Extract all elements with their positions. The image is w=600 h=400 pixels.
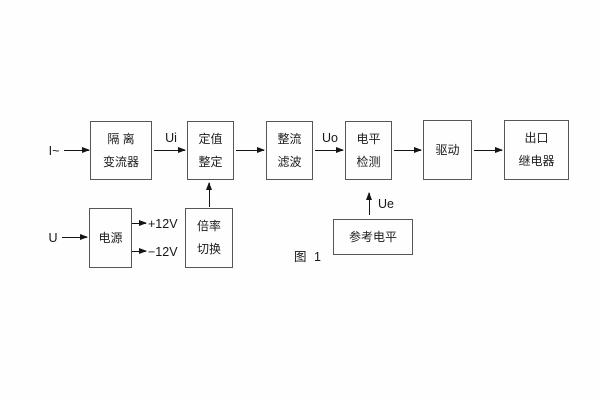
minus-12v-label: −12V <box>148 245 178 259</box>
block-isolation-line1: 隔 离 <box>107 131 135 146</box>
arrow-level-to-drive-icon <box>394 146 422 153</box>
input-current-label: I~ <box>48 144 60 158</box>
block-reference-line1: 参考电平 <box>348 229 397 244</box>
block-relay-line2: 继电器 <box>518 154 555 168</box>
block-ratio-switch: 倍率 切换 <box>185 208 233 268</box>
signal-ue-label: Ue <box>378 197 394 211</box>
arrow-reference-to-level-icon <box>365 192 372 215</box>
block-level-detection: 电平 检测 <box>345 121 392 180</box>
arrow-power-minus12v-icon <box>132 247 147 254</box>
block-isolation-line2: 变流器 <box>102 154 139 169</box>
arrow-ratio-to-setting-icon <box>205 182 212 207</box>
arrow-drive-to-relay-icon <box>474 146 503 153</box>
block-rectify-line2: 滤波 <box>277 154 302 169</box>
arrow-isolation-to-setting-icon <box>154 146 186 153</box>
signal-uo-label: Uo <box>322 131 338 145</box>
signal-ui-label: Ui <box>165 131 177 145</box>
block-setting-line2: 整定 <box>198 154 223 169</box>
block-setting-line1: 定值 <box>198 131 223 146</box>
block-drive: 驱动 <box>423 120 472 180</box>
block-rectifier-filter: 整流 滤波 <box>266 121 313 180</box>
arrow-rectify-to-level-icon <box>315 146 344 153</box>
arrow-power-plus12v-icon <box>132 219 147 226</box>
block-ratio-line1: 倍率 <box>196 219 221 233</box>
block-reference-level: 参考电平 <box>333 219 413 255</box>
plus-12v-label: +12V <box>148 217 178 231</box>
block-output-relay: 出口 继电器 <box>504 120 569 180</box>
input-voltage-label: U <box>48 231 58 245</box>
arrow-voltage-to-power-icon <box>62 233 88 240</box>
block-level-line2: 检测 <box>356 154 381 169</box>
block-rectify-line1: 整流 <box>277 131 302 146</box>
block-ratio-line2: 切换 <box>196 242 221 256</box>
figure-caption: 图 1 <box>294 250 323 264</box>
arrow-setting-to-rectify-icon <box>236 146 265 153</box>
block-setting-adjustment: 定值 整定 <box>187 121 234 180</box>
arrow-current-to-isolation-icon <box>64 146 90 153</box>
block-isolation-transformer: 隔 离 变流器 <box>90 121 152 180</box>
block-relay-line1: 出口 <box>524 131 549 145</box>
block-drive-line1: 驱动 <box>435 142 460 157</box>
block-level-line1: 电平 <box>356 131 381 146</box>
block-power-supply: 电源 <box>89 208 132 268</box>
block-power-line1: 电源 <box>98 230 123 245</box>
